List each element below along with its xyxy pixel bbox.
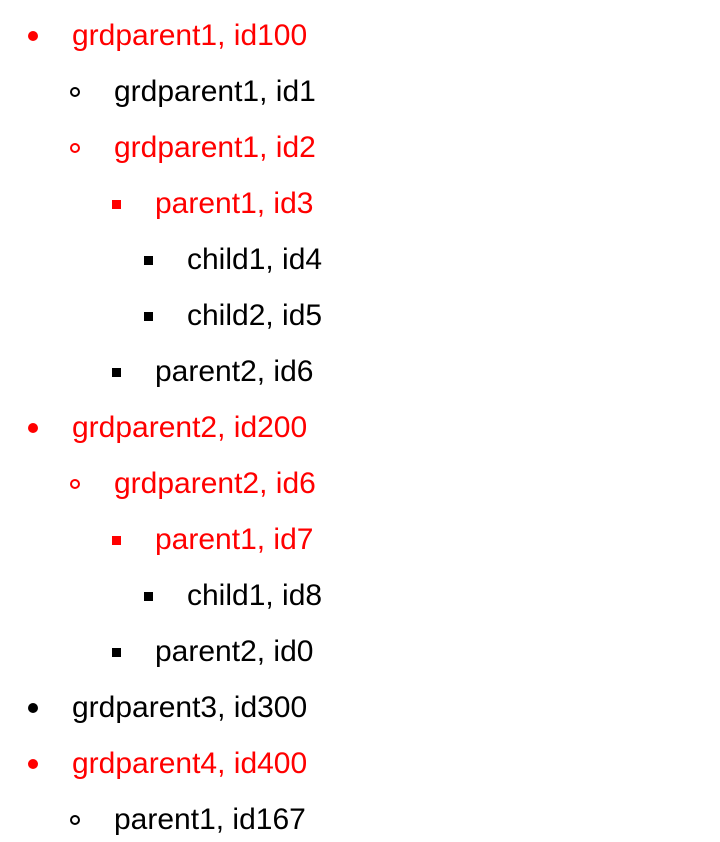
list-item[interactable]: parent1, id3 (112, 176, 313, 232)
list-item-label: grdparent2, id6 (114, 467, 316, 500)
list-item-label: parent2, id0 (155, 635, 314, 668)
list-item[interactable]: parent1, id7 (112, 512, 313, 568)
list-item[interactable]: parent2, id0 (112, 624, 313, 680)
list-item[interactable]: grdparent4, id400 (28, 736, 307, 792)
list-item[interactable]: grdparent1, id1 (70, 64, 316, 120)
bullet-disc-icon (28, 31, 38, 41)
bullet-square-icon (112, 647, 121, 657)
list-item[interactable]: grdparent1, id2 (70, 120, 316, 176)
list-item[interactable]: grdparent3, id300 (28, 680, 307, 736)
bullet-square-icon (112, 535, 121, 545)
list-item[interactable]: child2, id5 (144, 288, 322, 344)
list-item[interactable]: parent1, id167 (70, 792, 306, 842)
bullet-circle-icon (70, 479, 80, 489)
list-item[interactable]: child1, id8 (144, 568, 322, 624)
list-item-label: grdparent1, id1 (114, 75, 316, 108)
bullet-square-icon (112, 199, 121, 209)
bullet-circle-icon (70, 815, 80, 825)
list-item-label: grdparent3, id300 (72, 691, 308, 724)
list-item-label: parent2, id6 (155, 355, 314, 388)
bullet-disc-icon (28, 759, 38, 769)
bullet-disc-icon (28, 423, 38, 433)
bullet-disc-icon (28, 703, 38, 713)
bullet-circle-icon (70, 143, 80, 153)
list-item-label: child2, id5 (187, 299, 323, 332)
list-item-label: grdparent1, id100 (72, 19, 308, 52)
list-item-label: child1, id4 (187, 243, 323, 276)
list-item[interactable]: parent2, id6 (112, 344, 313, 400)
list-item-label: grdparent1, id2 (114, 131, 316, 164)
list-item-label: grdparent4, id400 (72, 747, 308, 780)
bullet-square-icon (144, 591, 153, 601)
bullet-circle-icon (70, 87, 80, 97)
list-item-label: parent1, id7 (155, 523, 314, 556)
bullet-square-icon (144, 311, 153, 321)
list-item[interactable]: grdparent2, id6 (70, 456, 316, 512)
list-item-label: child1, id8 (187, 579, 323, 612)
list-item[interactable]: grdparent1, id100 (28, 8, 307, 64)
list-item-label: grdparent2, id200 (72, 411, 308, 444)
list-item[interactable]: child1, id4 (144, 232, 322, 288)
bullet-square-icon (144, 255, 153, 265)
list-item-label: parent1, id167 (114, 803, 306, 836)
list-item-label: parent1, id3 (155, 187, 314, 220)
list-item[interactable]: grdparent2, id200 (28, 400, 307, 456)
bullet-square-icon (112, 367, 121, 377)
